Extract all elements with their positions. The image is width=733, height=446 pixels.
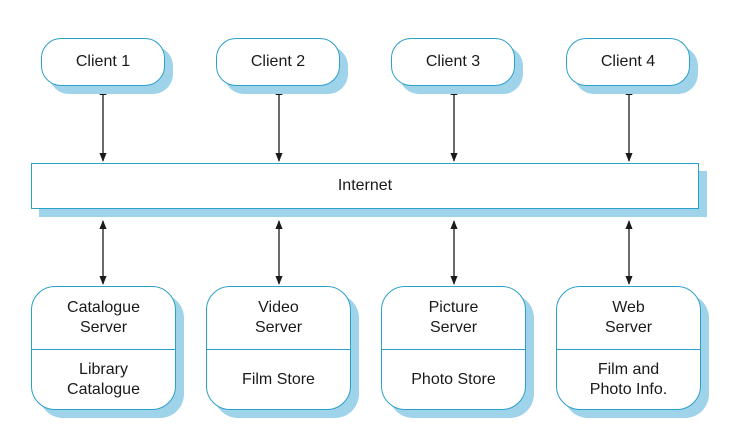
server-name-line-2: Server bbox=[429, 319, 478, 336]
client-4-label: Client 4 bbox=[600, 53, 656, 70]
client-3-label: Client 3 bbox=[425, 53, 481, 70]
server-name-line-2: Server bbox=[254, 319, 303, 336]
client-4-node: Client 4 bbox=[566, 38, 690, 86]
client-2-node: Client 2 bbox=[216, 38, 340, 86]
server-name-line-2: Server bbox=[604, 319, 653, 336]
server-divider bbox=[32, 349, 175, 350]
client-1-label: Client 1 bbox=[75, 53, 131, 70]
server-name-line-1: Picture bbox=[428, 299, 479, 316]
client-3-node: Client 3 bbox=[391, 38, 515, 86]
server-name: Picture Server bbox=[382, 287, 525, 349]
server-name: Catalogue Server bbox=[32, 287, 175, 349]
server-store-line-1: Photo Store bbox=[411, 370, 496, 388]
server-store-line-1: Film and bbox=[597, 360, 660, 378]
server-name-line-1: Catalogue bbox=[67, 299, 140, 316]
internet-label: Internet bbox=[337, 177, 393, 194]
server-name-line-1: Web bbox=[612, 299, 645, 316]
internet-node: Internet bbox=[31, 163, 699, 209]
server-store: Film and Photo Info. bbox=[557, 350, 700, 409]
server-store-line-1: Film Store bbox=[242, 370, 315, 388]
catalogue-server-node: Catalogue Server Library Catalogue bbox=[31, 286, 176, 410]
server-store-line-2: Catalogue bbox=[67, 380, 140, 398]
web-server-node: Web Server Film and Photo Info. bbox=[556, 286, 701, 410]
picture-server-node: Picture Server Photo Store bbox=[381, 286, 526, 410]
server-store-line-2: Photo Info. bbox=[589, 380, 668, 398]
server-divider bbox=[557, 349, 700, 350]
server-divider bbox=[207, 349, 350, 350]
server-store: Library Catalogue bbox=[32, 350, 175, 409]
server-name-line-2: Server bbox=[79, 319, 128, 336]
server-store-line-1: Library bbox=[79, 360, 128, 378]
server-name: Web Server bbox=[557, 287, 700, 349]
server-store: Photo Store bbox=[382, 350, 525, 409]
video-server-node: Video Server Film Store bbox=[206, 286, 351, 410]
server-store: Film Store bbox=[207, 350, 350, 409]
server-divider bbox=[382, 349, 525, 350]
server-name-line-1: Video bbox=[258, 299, 299, 316]
client-2-label: Client 2 bbox=[250, 53, 306, 70]
server-name: Video Server bbox=[207, 287, 350, 349]
client-1-node: Client 1 bbox=[41, 38, 165, 86]
